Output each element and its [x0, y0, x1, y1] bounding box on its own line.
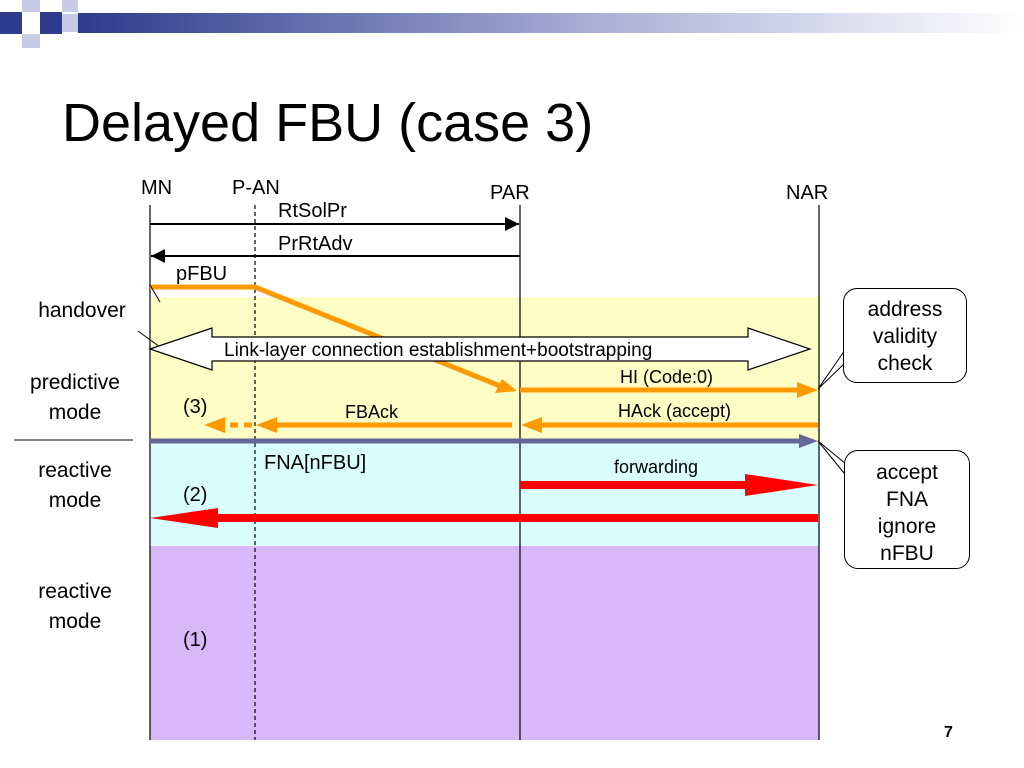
fback-dashed-arrowhead	[204, 417, 225, 433]
header-square	[22, 0, 40, 12]
reactive-2-line-1: reactive	[38, 459, 112, 482]
page-number: 7	[944, 724, 953, 741]
rtsolpr-label: RtSolPr	[278, 200, 347, 222]
address-line-3: check	[877, 352, 933, 375]
hack-label: HAck (accept)	[618, 401, 732, 421]
mn-label: MN	[141, 177, 173, 199]
reactive-mode-label-2: reactive mode	[14, 456, 136, 516]
accept-line-3: ignore	[877, 515, 937, 538]
slide-title: Delayed FBU (case 3)	[62, 93, 594, 153]
reactive-1-line-2: mode	[48, 610, 102, 633]
pan-label: P-AN	[232, 177, 280, 199]
accept-line-4: nFBU	[880, 542, 934, 565]
forwarding-arrowhead	[745, 474, 818, 496]
handover-text: handover	[38, 299, 126, 322]
data-delivery-arrowhead	[150, 508, 218, 528]
header-square	[0, 12, 22, 34]
case-2-label: (2)	[183, 484, 208, 506]
reactive-band-2	[150, 443, 819, 546]
address-validity-callout: address validity check	[843, 288, 967, 383]
address-line-1: address	[867, 298, 943, 321]
predictive-line-2: mode	[48, 401, 102, 424]
handover-connector	[149, 284, 161, 303]
header-square	[40, 12, 62, 34]
handover-connector	[137, 330, 161, 348]
header-decoration	[0, 0, 1024, 48]
pfbu-label: pFBU	[176, 263, 228, 285]
fback-label: FBAck	[345, 402, 399, 422]
hack-arrowhead	[521, 417, 542, 433]
header-square	[22, 34, 40, 48]
address-line-2: validity	[872, 325, 938, 348]
fna-label: FNA[nFBU]	[264, 452, 367, 474]
handover-band	[150, 297, 819, 443]
reactive-1-line-1: reactive	[38, 580, 112, 603]
hi-label: HI (Code:0)	[620, 367, 714, 387]
prrtadv-label: PrRtAdv	[278, 233, 353, 255]
predictive-mode-label: predictive mode	[14, 368, 136, 428]
case-3-label: (3)	[183, 396, 208, 418]
fback-arrowhead	[256, 417, 277, 433]
address-callout-pointer	[817, 348, 847, 390]
link-layer-label: Link-layer connection establishment+boot…	[224, 340, 653, 361]
reactive-band-1	[150, 546, 819, 740]
accept-fna-callout: accept FNA ignore nFBU	[844, 450, 970, 569]
hi-arrowhead	[797, 382, 818, 398]
forwarding-label: forwarding	[614, 457, 699, 477]
accept-line-1: accept	[876, 461, 938, 484]
reactive-2-line-2: mode	[48, 489, 102, 512]
link-layer-arrow	[148, 327, 812, 371]
fna-arrowhead	[799, 434, 818, 448]
predictive-line-1: predictive	[30, 371, 120, 394]
pfbu-arrowhead	[495, 379, 517, 393]
accept-line-2: FNA	[886, 488, 928, 511]
handover-label: handover	[20, 296, 144, 326]
par-label: PAR	[490, 182, 530, 204]
reactive-mode-label-1: reactive mode	[14, 577, 136, 637]
nar-label: NAR	[786, 182, 829, 204]
header-square	[62, 14, 78, 32]
header-bar	[78, 13, 1024, 33]
case-1-label: (1)	[183, 629, 208, 651]
header-square	[62, 0, 78, 12]
